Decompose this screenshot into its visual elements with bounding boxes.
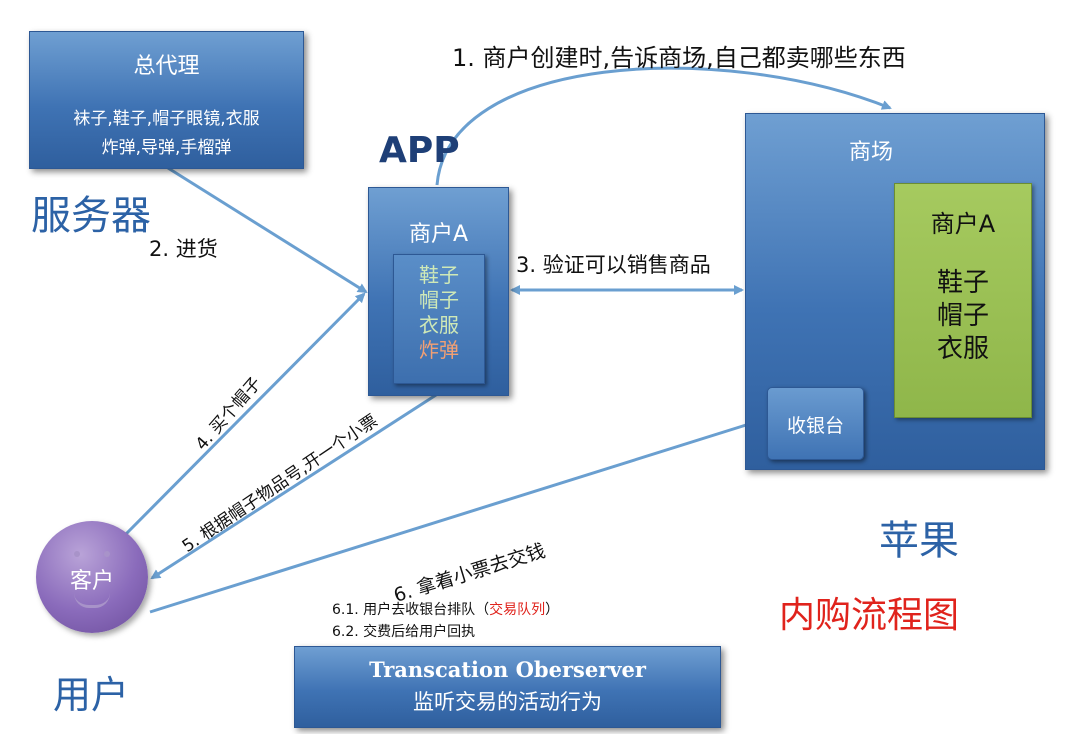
arrow-step6: [149, 417, 764, 614]
arrow-step2: [167, 166, 368, 294]
mall-item-hat: 帽子: [936, 301, 989, 331]
mall-caption: 苹果: [879, 518, 959, 564]
app-item-clothes: 衣服: [419, 313, 459, 337]
mall-item-shoes: 鞋子: [936, 268, 989, 298]
mall-title: 商场: [848, 140, 893, 165]
smiley-eyes-icon: [74, 551, 110, 557]
mall-item-clothes: 衣服: [936, 334, 989, 364]
cashier-box: 收银台: [767, 387, 864, 460]
observer-subtitle: 监听交易的活动行为: [413, 690, 602, 714]
server-title: 总代理: [133, 54, 200, 79]
step6-1-close: ）: [545, 602, 560, 618]
server-goods-line1: 袜子,鞋子,帽子眼镜,衣服: [73, 109, 260, 129]
app-goods-list: 鞋子 帽子 衣服 炸弹: [393, 254, 485, 384]
customer-label: 客户: [69, 569, 114, 594]
step6-1-text: 6.1. 用户去收银台排队（: [332, 602, 490, 618]
step2-label: 2. 进货: [149, 237, 218, 261]
step3-label: 3. 验证可以销售商品: [516, 253, 711, 277]
app-merchant-title: 商户A: [408, 222, 469, 247]
step6-2-label: 6.2. 交费后给用户回执: [332, 624, 476, 640]
transaction-observer-box: Transcation Oberserver 监听交易的活动行为: [294, 646, 721, 728]
server-goods-line2: 炸弹,导弹,手榴弹: [101, 138, 232, 158]
server-box: 总代理 袜子,鞋子,帽子眼镜,衣服 炸弹,导弹,手榴弹: [29, 31, 304, 169]
mall-merchant-box: 商户A 鞋子 帽子 衣服: [894, 183, 1032, 418]
mall-merchant-title: 商户A: [930, 210, 996, 238]
server-caption: 服务器: [31, 193, 151, 239]
diagram-title: 内购流程图: [779, 595, 960, 636]
cashier-label: 收银台: [786, 415, 844, 437]
arrow-step1: [435, 66, 892, 186]
app-item-shoes: 鞋子: [419, 263, 459, 287]
step6-1-label: 6.1. 用户去收银台排队（交易队列）: [332, 599, 559, 619]
app-item-bomb: 炸弹: [419, 338, 459, 362]
app-caption: APP: [379, 130, 460, 171]
transaction-queue-label: 交易队列: [489, 602, 546, 618]
mall-box: 商场 商户A 鞋子 帽子 衣服 收银台: [745, 113, 1045, 470]
app-item-hat: 帽子: [419, 288, 459, 312]
smiley-mouth-icon: [74, 593, 110, 608]
arrow-step5: [150, 393, 437, 580]
observer-title: Transcation Oberserver: [369, 657, 646, 682]
step1-label: 1. 商户创建时,告诉商场,自己都卖哪些东西: [452, 44, 906, 72]
customer-caption: 用户: [53, 673, 130, 717]
arrow-step4: [124, 292, 366, 536]
customer-circle: 客户: [36, 521, 148, 633]
app-merchant-box: 商户A 鞋子 帽子 衣服 炸弹: [368, 187, 509, 396]
